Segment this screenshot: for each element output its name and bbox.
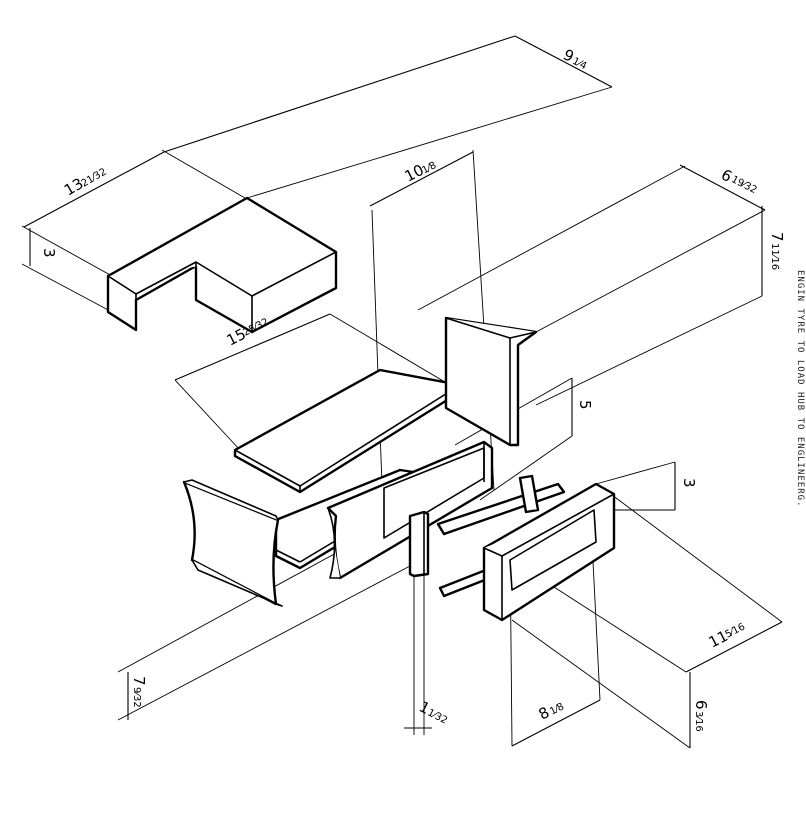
svg-text:1⁄32: 1⁄32 [426, 707, 449, 726]
top-block [106, 196, 338, 334]
dim-line-top-width [23, 151, 165, 228]
svg-text:1⁄8: 1⁄8 [548, 701, 566, 717]
svg-text:1⁄8: 1⁄8 [420, 160, 438, 176]
dim-line-frame-width [685, 621, 783, 673]
dim-line-shelf-length [174, 313, 331, 381]
svg-text:5: 5 [576, 400, 594, 410]
front-frame [482, 482, 616, 622]
svg-text:3⁄16: 3⁄16 [693, 711, 704, 732]
label-side-height: 7 11⁄16 [768, 232, 786, 270]
label-base-height: 7 9⁄32 [130, 676, 148, 708]
svg-text:21⁄32: 21⁄32 [80, 167, 109, 190]
dim-line-drawer-width [369, 151, 474, 207]
edge-caption: ENGIN TYRE TO LOAD HUB TO ENGLINEERG. [795, 270, 805, 507]
label-frame-depth: 3 [680, 478, 698, 488]
dim-line-front-width [511, 699, 601, 747]
svg-text:6: 6 [692, 700, 710, 710]
dim-line-side-width [679, 164, 766, 211]
svg-text:3: 3 [40, 248, 58, 258]
svg-text:11⁄16: 11⁄16 [769, 243, 780, 270]
svg-text:3: 3 [680, 478, 698, 488]
label-top-length: 9 1⁄4 [560, 46, 588, 73]
label-frame-width: 11 5⁄16 [706, 621, 747, 651]
label-top-thickness: 3 [40, 248, 58, 258]
dimension-lines [21, 35, 783, 749]
label-post-thickness: 1 1⁄32 [416, 698, 449, 727]
svg-text:1⁄4: 1⁄4 [570, 56, 588, 72]
label-side-width: 6 19⁄32 [718, 166, 758, 197]
label-drawer-width: 10 1⁄8 [402, 160, 439, 185]
side-panel [444, 316, 538, 447]
label-frame-height: 6 3⁄16 [692, 700, 710, 732]
curved-panel-left [182, 479, 283, 607]
svg-text:7: 7 [768, 232, 786, 242]
posts [408, 510, 430, 578]
label-rail-offset: 5 [576, 400, 594, 410]
svg-text:5⁄16: 5⁄16 [723, 621, 746, 640]
dim-line-top-length [163, 35, 516, 153]
svg-text:9⁄32: 9⁄32 [131, 687, 142, 708]
svg-text:7: 7 [130, 676, 148, 686]
svg-text:ENGIN TYRE TO LOAD HUB TO ENGL: ENGIN TYRE TO LOAD HUB TO ENGLINEERG. [795, 270, 805, 507]
